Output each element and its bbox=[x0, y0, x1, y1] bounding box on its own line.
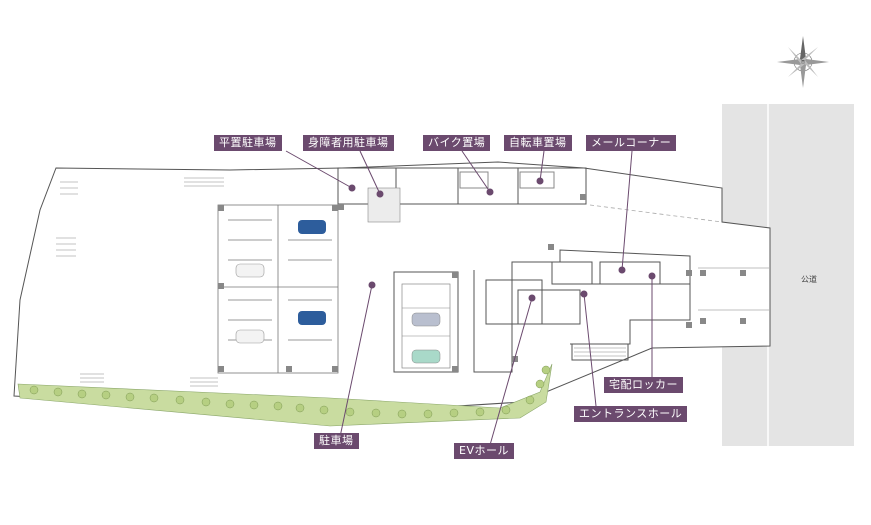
parking-bays-center bbox=[393, 271, 459, 373]
car-blue bbox=[298, 220, 326, 234]
greenery-strip bbox=[17, 363, 553, 427]
car-silver bbox=[411, 312, 441, 327]
label-accessible-parking: 身障者用駐車場 bbox=[303, 135, 394, 151]
car-green bbox=[411, 349, 441, 364]
label-public-road: 公道 bbox=[801, 275, 817, 284]
label-delivery-locker: 宅配ロッカー bbox=[604, 377, 683, 393]
car-blue bbox=[298, 311, 326, 325]
label-parking: 駐車場 bbox=[314, 433, 359, 449]
label-flat-parking: 平置駐車場 bbox=[214, 135, 282, 151]
label-entrance-hall: エントランスホール bbox=[574, 406, 688, 422]
stairs bbox=[56, 177, 626, 387]
building-core bbox=[473, 249, 691, 373]
compass-rose-icon bbox=[777, 36, 829, 88]
car-white bbox=[235, 329, 265, 344]
leader-lines bbox=[285, 150, 656, 446]
structure-columns bbox=[218, 194, 746, 372]
label-ev-hall: EVホール bbox=[454, 443, 514, 459]
label-bicycle-parking: 自転車置場 bbox=[504, 135, 572, 151]
entrance-path bbox=[589, 204, 723, 223]
top-rooms bbox=[337, 167, 587, 205]
trees bbox=[29, 365, 551, 419]
car-white bbox=[235, 263, 265, 278]
label-bike-parking: バイク置場 bbox=[423, 135, 491, 151]
label-mail-corner: メールコーナー bbox=[586, 135, 677, 151]
site-boundary bbox=[13, 161, 771, 415]
